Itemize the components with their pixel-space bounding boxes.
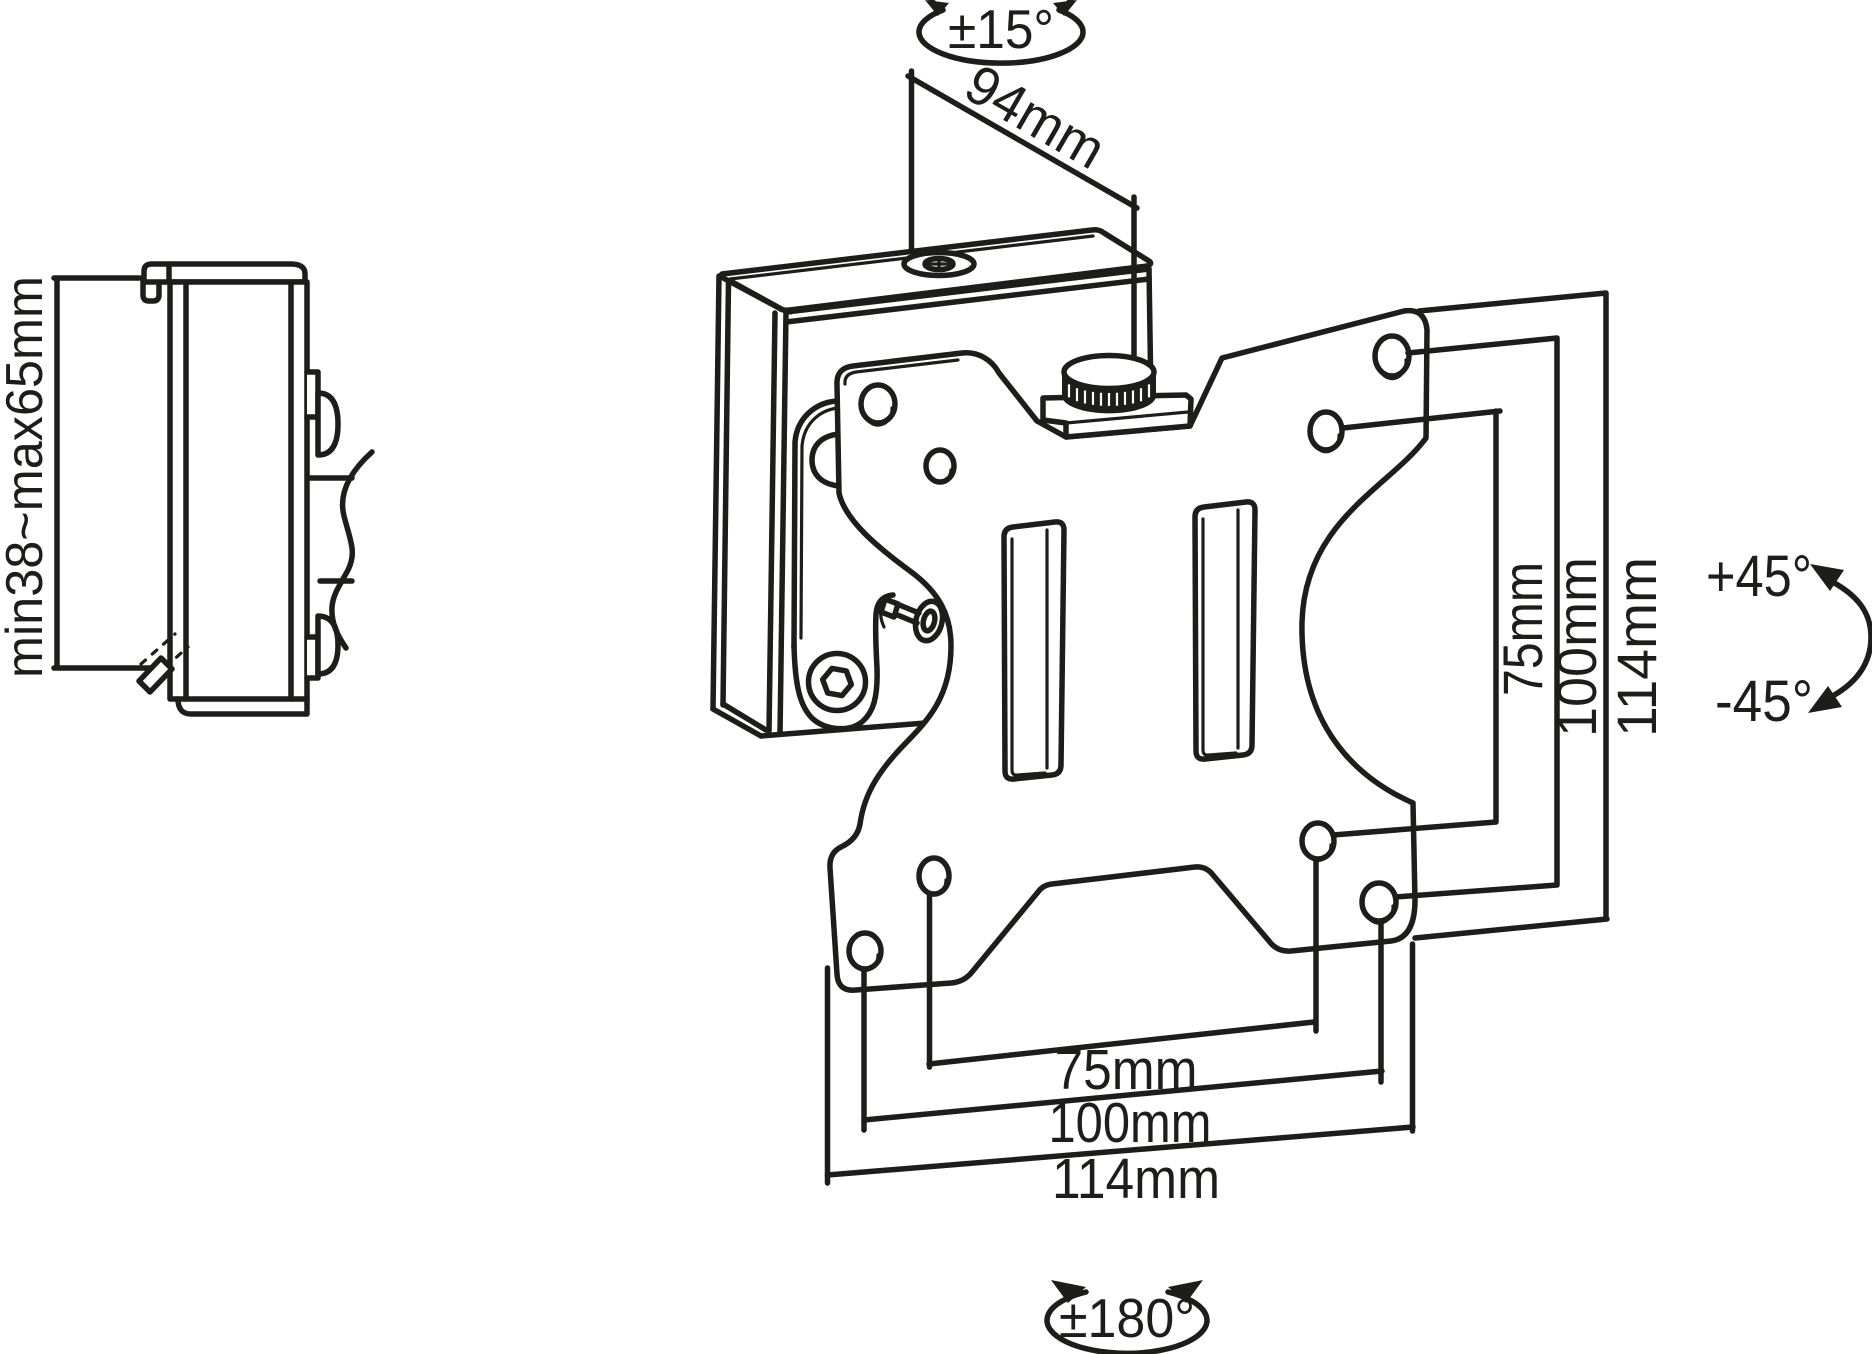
svg-text:min38~max65mm: min38~max65mm: [0, 276, 54, 678]
svg-text:-45°: -45°: [1715, 669, 1813, 734]
svg-text:75mm: 75mm: [1491, 562, 1554, 696]
svg-text:±15°: ±15°: [948, 0, 1054, 60]
svg-text:+45°: +45°: [1706, 544, 1812, 609]
svg-text:114mm: 114mm: [1052, 1147, 1220, 1211]
svg-text:100mm: 100mm: [1049, 1091, 1212, 1155]
svg-text:100mm: 100mm: [1545, 557, 1608, 737]
svg-text:114mm: 114mm: [1605, 557, 1668, 737]
svg-text:75mm: 75mm: [1055, 1038, 1198, 1102]
svg-text:±180°: ±180°: [1059, 1287, 1195, 1349]
